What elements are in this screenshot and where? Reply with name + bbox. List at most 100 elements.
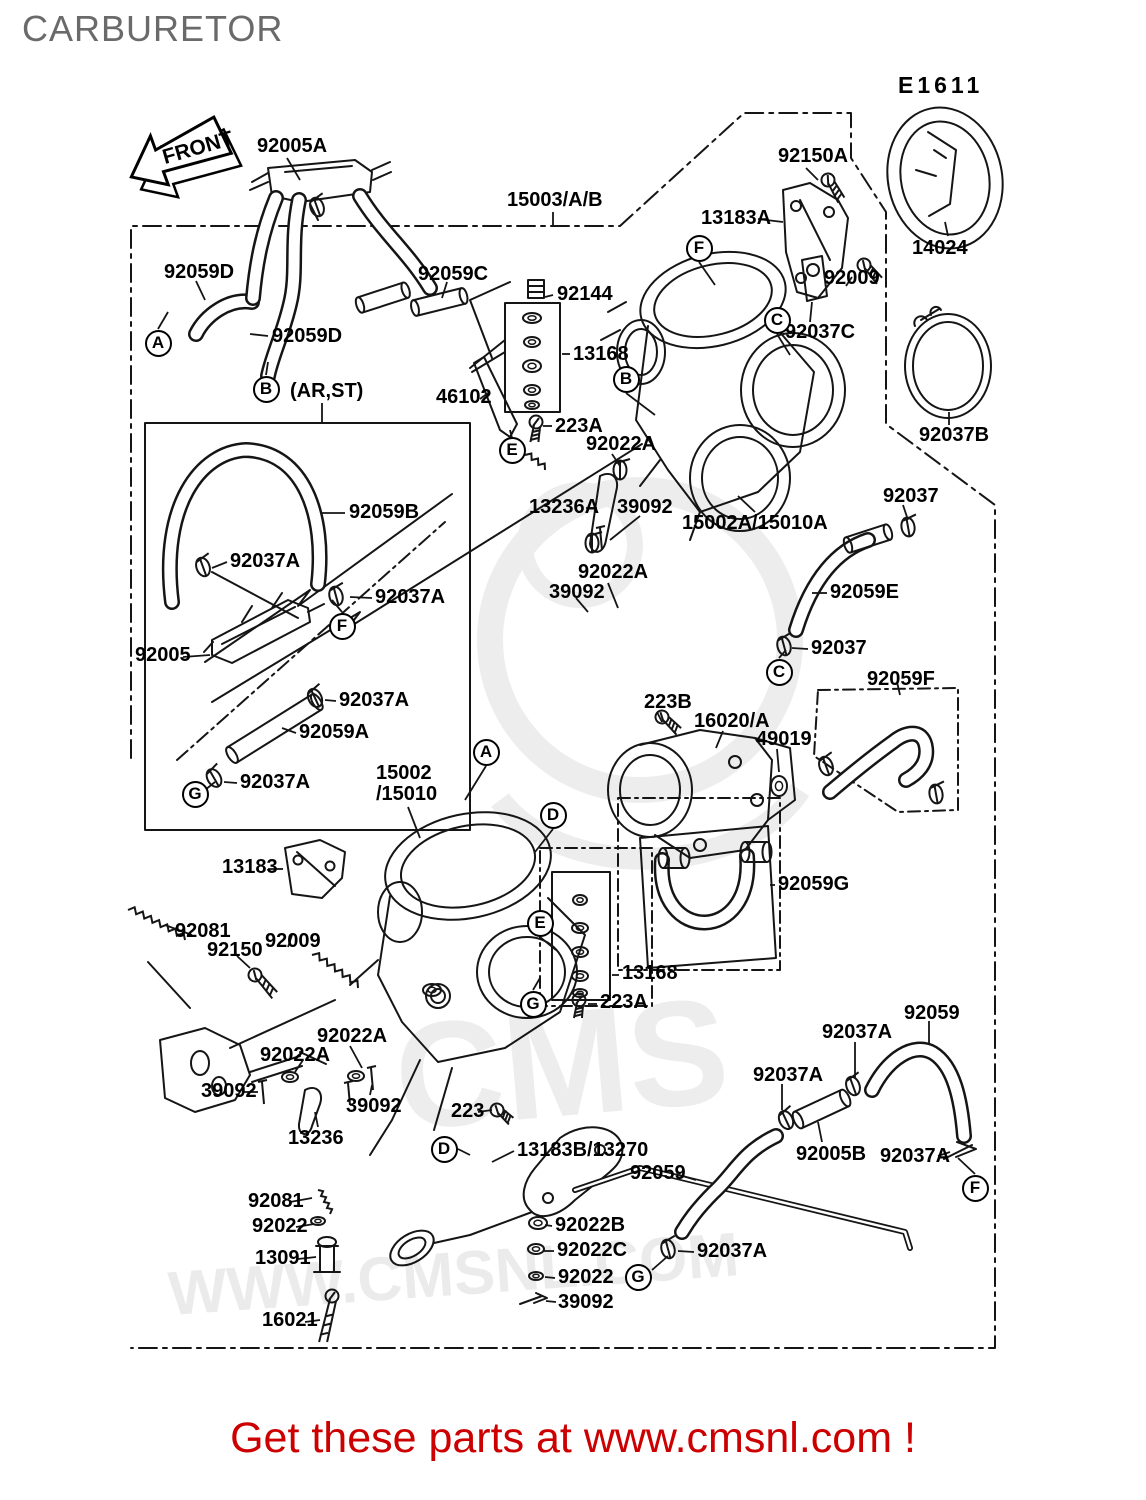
part-label-39092[interactable]: 39092 — [617, 496, 673, 518]
callout-f-2: F — [685, 234, 713, 262]
part-label-92059C[interactable]: 92059C — [418, 263, 489, 285]
banner-link[interactable]: Get these parts at www.cmsnl.com ! — [230, 1414, 916, 1462]
part-label-15002A15010A[interactable]: 15002A/15010A — [682, 512, 828, 534]
part-label-223A[interactable]: 223A — [555, 415, 603, 437]
holder-92037C — [801, 255, 828, 302]
part-label-92037A[interactable]: 92037A — [697, 1240, 768, 1262]
part-label-13168[interactable]: 13168 — [622, 962, 678, 984]
part-label-49019[interactable]: 49019 — [756, 728, 812, 750]
part-label-92037A[interactable]: 92037A — [822, 1021, 893, 1043]
part-label-92022[interactable]: 92022 — [558, 1266, 614, 1288]
page-title: CARBURETOR — [22, 8, 284, 49]
part-label-92009[interactable]: 92009 — [265, 930, 321, 952]
part-label-46102[interactable]: 46102 — [436, 386, 492, 408]
part-label-92037[interactable]: 92037 — [883, 485, 939, 507]
svg-text:CMS: CMS — [388, 965, 735, 1161]
part-label-92150[interactable]: 92150 — [207, 939, 263, 961]
callout-a-9: A — [472, 738, 500, 766]
part-label-92059B[interactable]: 92059B — [349, 501, 420, 523]
callout-g-14: G — [624, 1263, 652, 1291]
carb-assembly-upper — [600, 250, 846, 541]
part-label-92005A[interactable]: 92005A — [257, 135, 328, 157]
part-label-92037C[interactable]: 92037C — [785, 321, 856, 343]
part-label-13183B13270[interactable]: 13183B/13270 — [517, 1139, 649, 1161]
clamp-92037B — [904, 305, 992, 419]
part-label-223B[interactable]: 223B — [644, 691, 692, 713]
part-label-92081[interactable]: 92081 — [175, 920, 231, 942]
part-label-92037A[interactable]: 92037A — [240, 771, 311, 793]
part-label-92037A[interactable]: 92037A — [339, 689, 410, 711]
callout-c-3: C — [763, 306, 791, 334]
choke-body — [147, 961, 336, 1113]
part-label-13183A[interactable]: 13183A — [701, 207, 772, 229]
part-label-92037A[interactable]: 92037A — [753, 1064, 824, 1086]
bracket-13183 — [284, 839, 346, 899]
part-label-92022[interactable]: 92022 — [252, 1215, 308, 1237]
part-label-92059[interactable]: 92059 — [630, 1162, 686, 1184]
part-label-223A[interactable]: 223A — [600, 991, 648, 1013]
part-label-92037[interactable]: 92037 — [811, 637, 867, 659]
callout-b-4: B — [612, 365, 640, 393]
clamp-arrow-92037A — [943, 1141, 977, 1160]
pin-39092-icon — [519, 1292, 548, 1305]
hose-g-box — [639, 825, 777, 969]
part-label-39092[interactable]: 39092 — [201, 1080, 257, 1102]
part-label-223[interactable]: 223 — [451, 1100, 485, 1122]
front-arrow: FRONT — [129, 115, 243, 199]
callout-e-5: E — [498, 436, 526, 464]
part-label-92022A[interactable]: 92022A — [586, 433, 657, 455]
part-label-92059A[interactable]: 92059A — [299, 721, 370, 743]
part-label-13236A[interactable]: 13236A — [529, 496, 600, 518]
part-label-92059F[interactable]: 92059F — [867, 668, 935, 690]
callout-e-11: E — [526, 909, 554, 937]
bracket-46102 — [473, 356, 518, 438]
part-label-39092[interactable]: 39092 — [346, 1095, 402, 1117]
part-label-92022A[interactable]: 92022A — [578, 561, 649, 583]
callout-c-7: C — [765, 658, 793, 686]
part-label-13183[interactable]: 13183 — [222, 856, 278, 878]
callout-a-0: A — [144, 329, 172, 357]
part-label-39092[interactable]: 39092 — [558, 1291, 614, 1313]
part-label-92037A[interactable]: 92037A — [375, 586, 446, 608]
part-label-92144[interactable]: 92144 — [557, 283, 613, 305]
part-label-92059D[interactable]: 92059D — [272, 325, 343, 347]
part-label-92059[interactable]: 92059 — [904, 1002, 960, 1024]
callout-d-10: D — [539, 801, 567, 829]
part-label-92022B[interactable]: 92022B — [555, 1214, 626, 1236]
part-label-92005B[interactable]: 92005B — [796, 1143, 867, 1165]
callout-g-8: G — [181, 780, 209, 808]
part-label-14024[interactable]: 14024 — [912, 237, 968, 259]
part-label-ARST[interactable]: (AR,ST) — [290, 380, 364, 402]
part-label-15003AB[interactable]: 15003/A/B — [507, 189, 603, 211]
part-label-92009[interactable]: 92009 — [824, 267, 880, 289]
part-label-92037A[interactable]: 92037A — [230, 550, 301, 572]
part-label-13168[interactable]: 13168 — [573, 343, 629, 365]
carb-assembly-16020 — [607, 729, 796, 859]
part-label-92022A[interactable]: 92022A — [260, 1044, 331, 1066]
callout-d-13: D — [430, 1135, 458, 1163]
hose-f-box — [813, 687, 959, 813]
arst-box — [144, 422, 471, 831]
plug-13091 — [313, 1236, 341, 1273]
part-label-92005[interactable]: 92005 — [135, 644, 191, 666]
part-label-13236[interactable]: 13236 — [288, 1127, 344, 1149]
part-label-92059G[interactable]: 92059G — [778, 873, 850, 895]
bracket-13183A — [782, 182, 849, 299]
part-label-1500215010[interactable]: 15002 /15010 — [376, 762, 438, 805]
part-label-92037B[interactable]: 92037B — [919, 424, 990, 446]
part-label-92059E[interactable]: 92059E — [830, 581, 899, 603]
part-label-92022A[interactable]: 92022A — [317, 1025, 388, 1047]
part-label-92150A[interactable]: 92150A — [778, 145, 849, 167]
part-label-92022C[interactable]: 92022C — [557, 1239, 628, 1261]
jet-box-upper — [504, 302, 561, 413]
part-label-13091[interactable]: 13091 — [255, 1247, 311, 1269]
part-label-92081[interactable]: 92081 — [248, 1190, 304, 1212]
part-label-92037A[interactable]: 92037A — [880, 1145, 951, 1167]
part-label-16020A[interactable]: 16020/A — [694, 710, 770, 732]
air-duct-14024 — [886, 106, 1004, 250]
callout-f-6: F — [328, 612, 356, 640]
part-label-39092[interactable]: 39092 — [549, 581, 605, 603]
jet-box-lower — [551, 871, 611, 1001]
part-label-92059D[interactable]: 92059D — [164, 261, 235, 283]
part-label-16021[interactable]: 16021 — [262, 1309, 318, 1331]
